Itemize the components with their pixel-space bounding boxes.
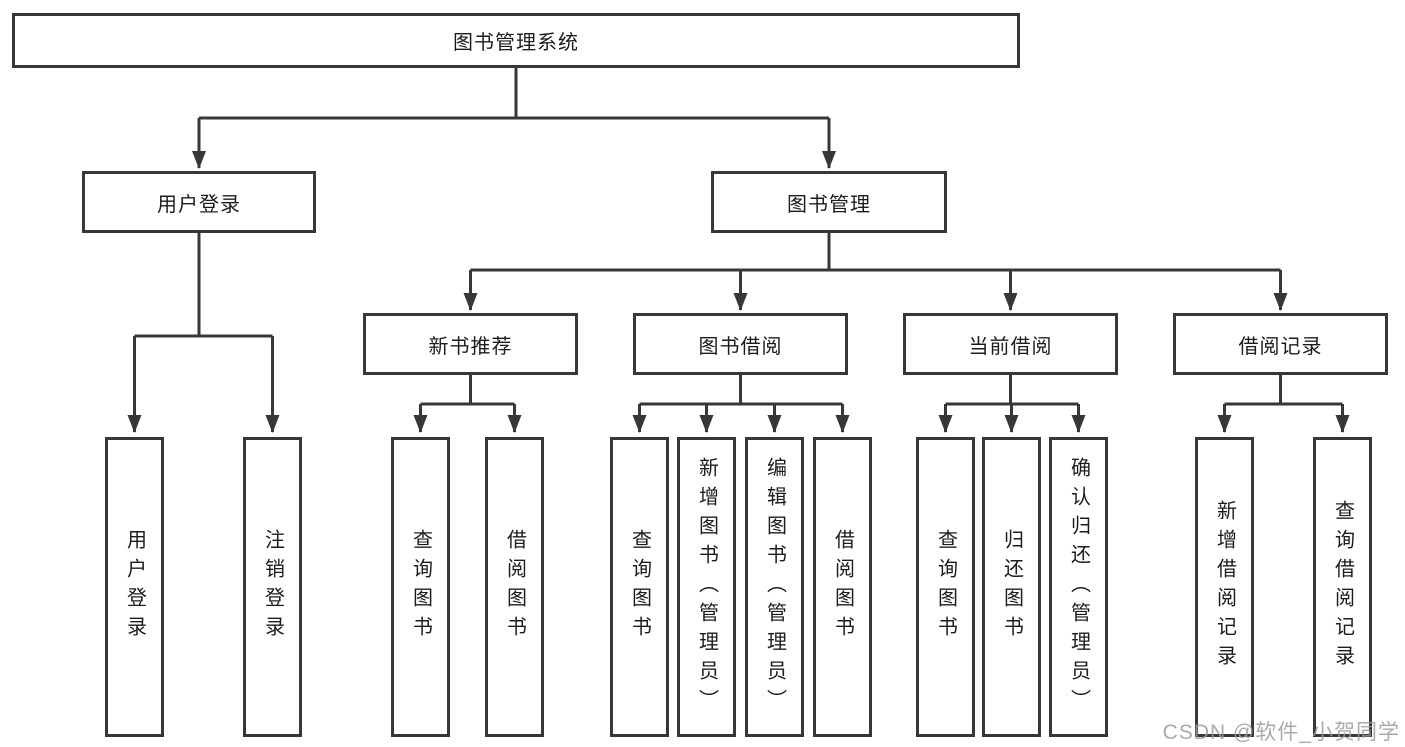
leaf-label: 用户登录 [123, 529, 146, 645]
node-borrow-records: 借阅记录 [1173, 313, 1388, 375]
leaf-label: 查询借阅记录 [1331, 500, 1354, 674]
leaf-label: 编辑图书（管理员） [763, 456, 786, 718]
leaf-label: 新增图书（管理员） [695, 456, 718, 718]
leaf-label: 查询图书 [409, 529, 432, 645]
connector-current-borrow-stem [945, 375, 1079, 406]
leaf-label: 借阅图书 [503, 529, 526, 645]
leaf-bb-borrow: 借阅图书 [813, 437, 872, 737]
leaf-user-login: 用户登录 [105, 437, 164, 737]
connector-book-mgmt-stem [470, 233, 1281, 272]
connector-user-login-stem [134, 233, 273, 338]
node-book-mgmt: 图书管理 [711, 171, 947, 233]
leaf-cb-query: 查询图书 [916, 437, 975, 737]
leaf-label: 查询图书 [628, 529, 651, 645]
connector-borrow-records-stem [1224, 375, 1343, 406]
watermark: CSDN @软件_小贺同学 [1163, 716, 1400, 746]
connector-new-book-rec-stem [420, 375, 515, 406]
node-user-login: 用户登录 [82, 171, 316, 233]
leaf-label: 新增借阅记录 [1213, 500, 1236, 674]
leaf-cb-return: 归还图书 [982, 437, 1041, 737]
leaf-logout: 注销登录 [243, 437, 302, 737]
leaf-label: 注销登录 [261, 529, 284, 645]
leaf-cb-confirm: 确认归还（管理员） [1049, 437, 1108, 737]
leaf-nb-query: 查询图书 [391, 437, 450, 737]
node-root: 图书管理系统 [12, 13, 1020, 68]
leaf-br-query: 查询借阅记录 [1313, 437, 1372, 737]
leaf-bb-edit: 编辑图书（管理员） [745, 437, 804, 737]
leaf-label: 归还图书 [1000, 529, 1023, 645]
node-new-book-rec: 新书推荐 [363, 313, 578, 375]
leaf-nb-borrow: 借阅图书 [485, 437, 544, 737]
leaf-bb-query: 查询图书 [610, 437, 669, 737]
node-book-borrow: 图书借阅 [633, 313, 848, 375]
node-current-borrow: 当前借阅 [903, 313, 1118, 375]
leaf-label: 借阅图书 [831, 529, 854, 645]
leaf-label: 查询图书 [934, 529, 957, 645]
leaf-label: 确认归还（管理员） [1067, 456, 1090, 718]
watermark-text: CSDN @软件_小贺同学 [1162, 721, 1400, 744]
connector-book-borrow-stem [639, 375, 843, 406]
leaf-br-add: 新增借阅记录 [1195, 437, 1254, 737]
leaf-bb-add: 新增图书（管理员） [677, 437, 736, 737]
